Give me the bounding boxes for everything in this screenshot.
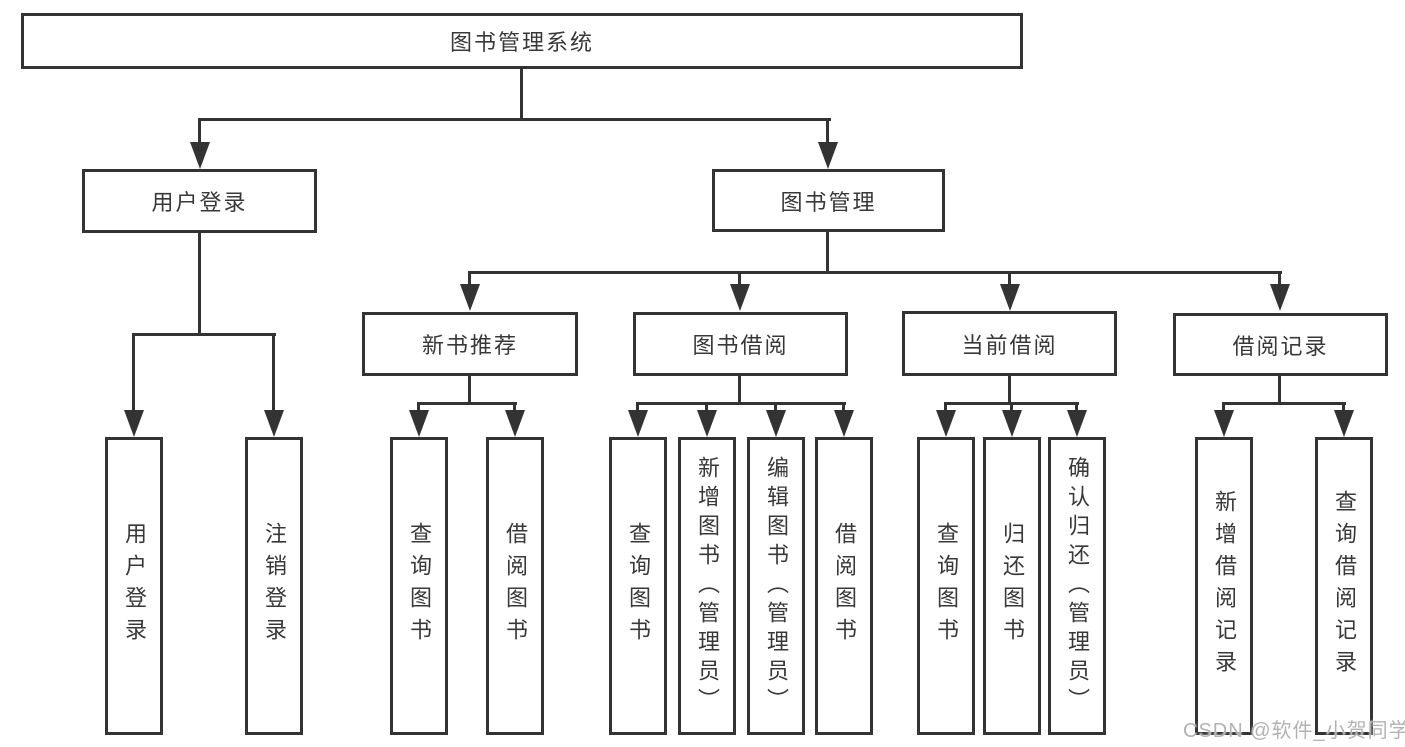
connector-borrowing-branch bbox=[636, 402, 846, 405]
connector-drop-leaf-logout bbox=[272, 333, 275, 410]
leaf-query-books-recommend: 查询图书 bbox=[390, 437, 448, 735]
connector-records-branch bbox=[1222, 402, 1346, 405]
node-new-book-recommend: 新书推荐 bbox=[362, 312, 578, 376]
arrow-down-icon bbox=[1000, 284, 1020, 311]
arrow-down-icon bbox=[505, 410, 525, 437]
connector-root-stem bbox=[520, 69, 523, 120]
leaf-add-book-admin: 新增图书（管理员） bbox=[678, 437, 736, 735]
leaf-query-books-borrowing: 查询图书 bbox=[609, 437, 667, 735]
arrow-down-icon bbox=[730, 284, 750, 311]
connector-drop-leaf bbox=[774, 402, 777, 413]
connector-root-branch bbox=[198, 118, 831, 121]
connector-drop-leaf-login bbox=[132, 333, 135, 410]
connector-borrowing-stem bbox=[738, 376, 741, 405]
arrow-down-icon bbox=[1214, 410, 1234, 437]
leaf-borrow-books-recommend: 借阅图书 bbox=[486, 437, 544, 735]
node-current-borrowing: 当前借阅 bbox=[902, 311, 1117, 376]
connector-drop-leaf bbox=[1075, 402, 1078, 413]
connector-records-stem bbox=[1278, 376, 1281, 405]
arrow-down-icon bbox=[460, 284, 480, 311]
connector-userlogin-stem bbox=[198, 233, 201, 336]
connector-drop-leaf bbox=[1222, 402, 1225, 413]
connector-drop-leaf bbox=[417, 402, 420, 413]
leaf-borrow-books-borrowing: 借阅图书 bbox=[815, 437, 873, 735]
connector-drop-leaf bbox=[1010, 402, 1013, 413]
connector-drop-leaf bbox=[705, 402, 708, 413]
connector-recommend-branch bbox=[417, 402, 517, 405]
connector-current-stem bbox=[1008, 376, 1011, 405]
connector-drop-leaf bbox=[1342, 402, 1345, 413]
leaf-return-books: 归还图书 bbox=[983, 437, 1041, 735]
leaf-query-books-current: 查询图书 bbox=[917, 437, 975, 735]
connector-recommend-stem bbox=[468, 376, 471, 405]
arrow-down-icon bbox=[936, 410, 956, 437]
node-user-login: 用户登录 bbox=[82, 169, 317, 233]
connector-drop-borrow-records bbox=[1278, 271, 1281, 285]
arrow-down-icon bbox=[766, 410, 786, 437]
connector-bookmgmt-stem bbox=[826, 232, 829, 274]
leaf-logout: 注销登录 bbox=[245, 437, 303, 735]
arrow-down-icon bbox=[1270, 284, 1290, 311]
node-book-management: 图书管理 bbox=[712, 169, 945, 232]
node-borrowing-records: 借阅记录 bbox=[1173, 313, 1388, 376]
connector-bookmgmt-branch bbox=[468, 271, 1282, 274]
connector-userlogin-branch bbox=[132, 333, 276, 336]
arrow-down-icon bbox=[264, 410, 284, 437]
leaf-user-login: 用户登录 bbox=[105, 437, 163, 735]
leaf-edit-book-admin: 编辑图书（管理员） bbox=[747, 437, 805, 735]
node-book-borrowing: 图书借阅 bbox=[633, 312, 848, 376]
node-root-system: 图书管理系统 bbox=[21, 13, 1023, 69]
connector-drop-leaf bbox=[513, 402, 516, 413]
arrow-down-icon bbox=[190, 142, 210, 169]
connector-drop-leaf bbox=[636, 402, 639, 413]
arrow-down-icon bbox=[834, 410, 854, 437]
connector-drop-user-login bbox=[198, 118, 201, 144]
arrow-down-icon bbox=[628, 410, 648, 437]
arrow-down-icon bbox=[818, 142, 838, 169]
leaf-confirm-return-admin: 确认归还（管理员） bbox=[1048, 437, 1106, 735]
connector-drop-book-borrowing bbox=[738, 271, 741, 285]
arrow-down-icon bbox=[124, 410, 144, 437]
connector-drop-new-recommend bbox=[468, 271, 471, 285]
csdn-watermark: CSDN @软件_小贺同学 bbox=[1183, 720, 1405, 742]
connector-drop-book-mgmt bbox=[826, 118, 829, 144]
connector-drop-current-borrowing bbox=[1008, 271, 1011, 285]
connector-drop-leaf bbox=[944, 402, 947, 413]
leaf-query-borrow-record: 查询借阅记录 bbox=[1315, 437, 1373, 735]
arrow-down-icon bbox=[1067, 410, 1087, 437]
connector-drop-leaf bbox=[842, 402, 845, 413]
leaf-add-borrow-record: 新增借阅记录 bbox=[1195, 437, 1253, 735]
arrow-down-icon bbox=[1334, 410, 1354, 437]
arrow-down-icon bbox=[1002, 410, 1022, 437]
arrow-down-icon bbox=[697, 410, 717, 437]
arrow-down-icon bbox=[409, 410, 429, 437]
